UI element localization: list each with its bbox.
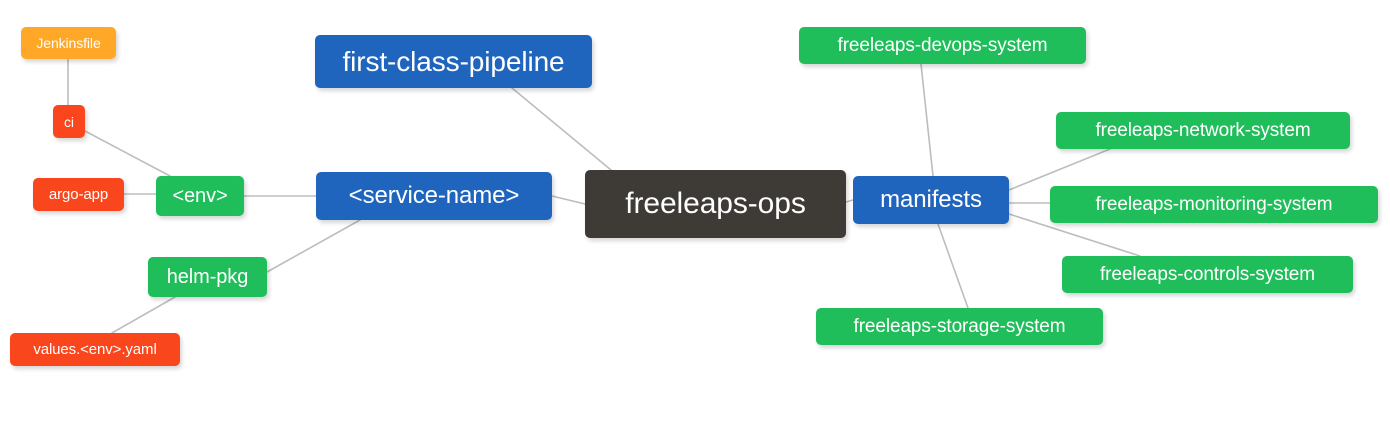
edge-manifests-to-freeleaps-storage-system bbox=[937, 223, 969, 309]
edge-manifests-to-freeleaps-devops-system bbox=[920, 63, 934, 177]
node-ci[interactable]: ci bbox=[53, 105, 85, 138]
edge-manifests-to-freeleaps-network-system bbox=[1008, 148, 1111, 191]
node-freeleaps-storage-system[interactable]: freeleaps-storage-system bbox=[816, 308, 1103, 345]
edge-freeleaps-ops-to-first-class-pipeline bbox=[511, 87, 612, 171]
node-label-freeleaps-storage-system: freeleaps-storage-system bbox=[853, 316, 1066, 337]
node-label-freeleaps-monitoring-system: freeleaps-monitoring-system bbox=[1095, 194, 1333, 215]
node-label-first-class-pipeline: first-class-pipeline bbox=[342, 45, 565, 77]
edge-helm-pkg-to-values-env-yaml bbox=[111, 296, 176, 334]
edge-env-to-ci bbox=[84, 130, 171, 177]
edge-freeleaps-ops-to-service-name bbox=[551, 195, 586, 205]
edge-freeleaps-ops-to-manifests bbox=[845, 199, 854, 203]
node-freeleaps-network-system[interactable]: freeleaps-network-system bbox=[1056, 112, 1350, 149]
node-argo-app[interactable]: argo-app bbox=[33, 178, 124, 211]
node-freeleaps-controls-system[interactable]: freeleaps-controls-system bbox=[1062, 256, 1353, 293]
node-freeleaps-ops[interactable]: freeleaps-ops bbox=[585, 170, 846, 238]
node-label-freeleaps-ops: freeleaps-ops bbox=[625, 187, 806, 220]
node-service-name[interactable]: <service-name> bbox=[316, 172, 552, 220]
node-label-service-name: <service-name> bbox=[348, 182, 520, 209]
node-jenkinsfile[interactable]: Jenkinsfile bbox=[21, 27, 116, 59]
node-label-freeleaps-controls-system: freeleaps-controls-system bbox=[1099, 264, 1316, 285]
node-env[interactable]: <env> bbox=[156, 176, 244, 216]
node-label-helm-pkg: helm-pkg bbox=[166, 266, 249, 288]
node-freeleaps-monitoring-system[interactable]: freeleaps-monitoring-system bbox=[1050, 186, 1378, 223]
node-label-jenkinsfile: Jenkinsfile bbox=[36, 35, 101, 51]
node-label-argo-app: argo-app bbox=[48, 186, 109, 203]
node-label-values-env-yaml: values.<env>.yaml bbox=[33, 341, 157, 358]
node-values-env-yaml[interactable]: values.<env>.yaml bbox=[10, 333, 180, 366]
node-label-freeleaps-devops-system: freeleaps-devops-system bbox=[837, 35, 1048, 56]
node-helm-pkg[interactable]: helm-pkg bbox=[148, 257, 267, 297]
node-freeleaps-devops-system[interactable]: freeleaps-devops-system bbox=[799, 27, 1086, 64]
edge-service-name-to-helm-pkg bbox=[266, 219, 361, 273]
node-label-manifests: manifests bbox=[880, 186, 982, 213]
node-manifests[interactable]: manifests bbox=[853, 176, 1009, 224]
node-label-env: <env> bbox=[172, 185, 228, 207]
node-first-class-pipeline[interactable]: first-class-pipeline bbox=[315, 35, 592, 88]
node-label-ci: ci bbox=[64, 113, 74, 130]
node-label-freeleaps-network-system: freeleaps-network-system bbox=[1095, 120, 1311, 141]
